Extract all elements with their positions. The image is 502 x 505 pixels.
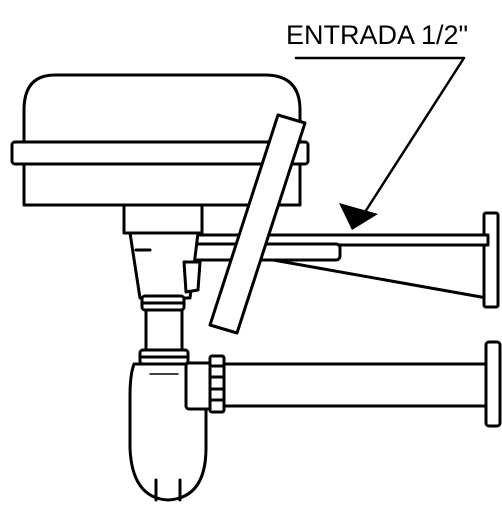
- drain-arm: [184, 340, 502, 428]
- tilted-rod: [208, 113, 307, 335]
- inlet-arrowhead: [339, 203, 378, 230]
- sink-basin: [10, 73, 310, 235]
- inlet-callout-label: ENTRADA 1/2": [286, 20, 468, 50]
- callout-leader: [294, 56, 466, 230]
- drain-tailpiece: [128, 231, 202, 366]
